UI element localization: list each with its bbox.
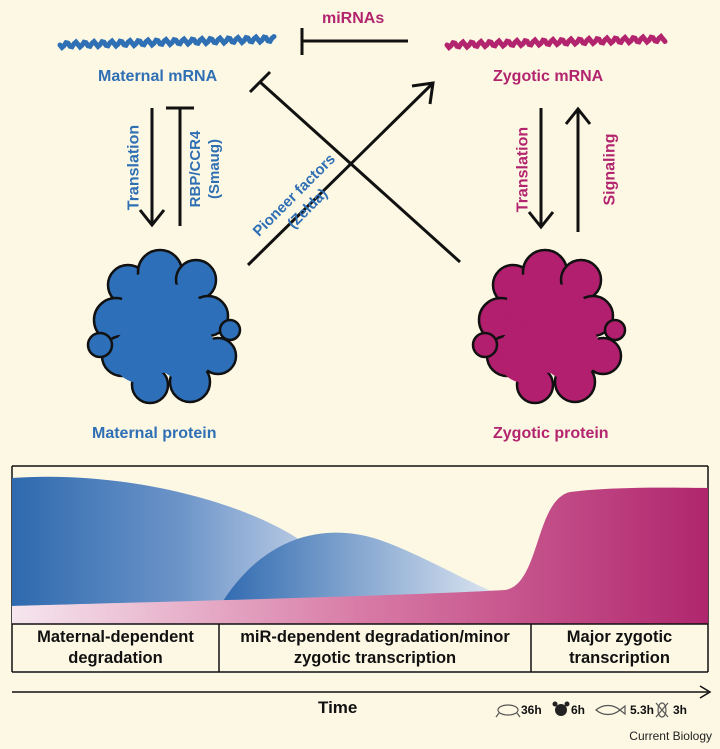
mirnas-label: miRNAs (322, 10, 385, 27)
zebrafish-icon (595, 704, 626, 716)
zygotic-repression-edge (248, 70, 462, 264)
maternal-protein-shape (86, 248, 242, 405)
maternal-translation-arrow (138, 108, 166, 228)
frog-timing: 36h (521, 703, 542, 717)
fly-timing: 3h (673, 703, 688, 717)
journal-credit: Current Biology (629, 729, 712, 743)
zebrafish-timing: 5.3h (630, 703, 655, 717)
time-axis-arrow (12, 685, 712, 699)
zygotic-protein-label: Zygotic protein (493, 425, 609, 442)
rbp-ccr4-label: RBP/CCR4 (Smaug) (187, 130, 223, 208)
pioneer-factors-arrow (246, 81, 435, 267)
maternal-mrna-label: Maternal mRNA (98, 68, 218, 85)
mir-dependent-curve (220, 532, 515, 606)
zygotic-mrna-label: Zygotic mRNA (493, 68, 604, 85)
zygotic-transcript-curve (12, 487, 708, 624)
signaling-arrow (564, 106, 592, 232)
fly-icon (655, 702, 669, 718)
rbp-ccr4-inhibition-edge (166, 106, 194, 226)
time-axis-label: Time (318, 698, 358, 717)
signaling-label: Signaling (601, 133, 619, 206)
mirna-inhibition-edge (300, 28, 408, 55)
mouse-icon (552, 701, 570, 716)
zygotic-mrna-strand (444, 33, 668, 51)
zygotic-translation-arrow (527, 108, 555, 230)
maternal-translation-label: Translation (125, 124, 143, 211)
frog-icon (495, 704, 521, 718)
maternal-protein-label: Maternal protein (92, 425, 217, 442)
mouse-timing: 6h (571, 703, 586, 717)
zygotic-protein-shape (471, 248, 627, 405)
timeline-panel (11, 465, 709, 673)
maternal-mrna-strand (57, 33, 277, 51)
zygotic-translation-label: Translation (514, 126, 532, 213)
